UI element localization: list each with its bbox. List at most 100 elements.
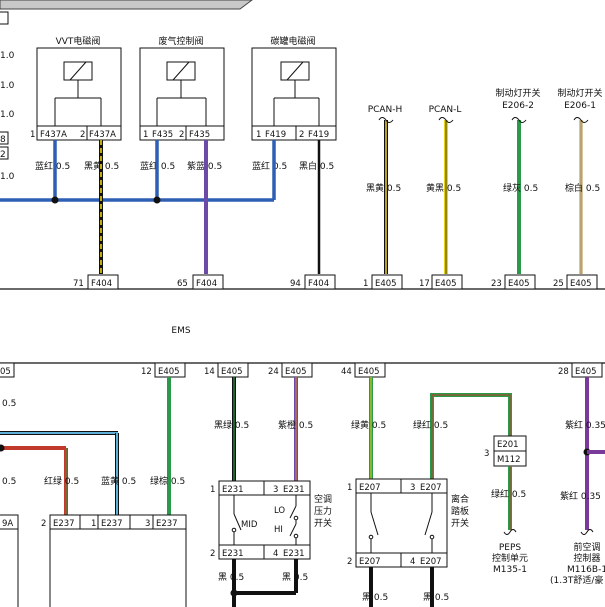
svg-text:E405: E405 <box>158 367 180 377</box>
peps-control-unit: 3 E201 M112 绿红 0.5 PEPS 控制单元 M135-1 <box>484 435 528 575</box>
svg-text:3: 3 <box>410 483 415 493</box>
svg-text:E405: E405 <box>358 367 380 377</box>
svg-text:F435: F435 <box>152 130 173 140</box>
svg-text:14: 14 <box>204 367 215 377</box>
component-title: 离合 <box>451 493 469 505</box>
svg-text:2: 2 <box>210 549 215 559</box>
component-title: 开关 <box>451 517 469 529</box>
svg-text:4: 4 <box>410 557 415 567</box>
svg-text:HI: HI <box>274 525 283 535</box>
svg-text:F419: F419 <box>308 130 329 140</box>
wire-label: 黑绿 0.5 <box>214 419 249 431</box>
ecu-bottom-edge: 05 12 E405 14 E405 24 E405 44 E405 28 E4… <box>0 362 605 378</box>
signal-label: 制动灯开关 <box>495 87 540 99</box>
component-wastegate-valve: 废气控制阀 1 F435 2 F435 蓝红 0.5 紫蓝 0.5 <box>139 35 225 172</box>
component-canister-solenoid: 碳罐电磁阀 1 F419 2 F419 蓝红 0.5 黑白 0.5 <box>251 35 337 172</box>
svg-text:71: 71 <box>73 279 84 289</box>
svg-text:3: 3 <box>145 519 150 529</box>
svg-text:E231: E231 <box>283 549 305 559</box>
svg-text:1: 1 <box>256 130 261 140</box>
left-marker: 8 <box>0 135 6 145</box>
signal-label: E206-2 <box>502 101 534 111</box>
wire-label: 黑 0.5 <box>282 572 308 583</box>
svg-text:E405: E405 <box>435 279 457 289</box>
component-title: VVT电磁阀 <box>56 35 101 47</box>
svg-text:2: 2 <box>80 130 85 140</box>
signal-label: E206-1 <box>564 101 596 111</box>
svg-text:65: 65 <box>177 279 188 289</box>
wire-label: 绿棕 0.5 <box>150 475 185 487</box>
svg-text:17: 17 <box>419 279 430 289</box>
component-title: 碳罐电磁阀 <box>270 35 315 47</box>
svg-text:94: 94 <box>290 279 301 289</box>
wire-label: 紫红 0.35 <box>560 490 601 502</box>
component-title: 压力 <box>314 505 332 517</box>
signal-label: PCAN-L <box>429 105 462 115</box>
svg-text:MID: MID <box>241 520 258 530</box>
wire-label: 蓝红 0.5 <box>35 160 70 172</box>
svg-text:25: 25 <box>553 279 564 289</box>
svg-text:2: 2 <box>299 130 304 140</box>
svg-text:28: 28 <box>558 367 569 377</box>
header-tab <box>0 0 253 10</box>
svg-text:M116B-1: M116B-1 <box>567 565 605 575</box>
svg-text:E405: E405 <box>285 367 307 377</box>
clutch-pedal-switch: 绿黄 0.5 绿红 0.5 1 E207 3 E207 2 E207 4 E20… <box>347 377 512 607</box>
wire-label: 黑黄 0.5 <box>366 182 401 194</box>
svg-text:9A: 9A <box>2 519 13 529</box>
wire-label: 绿灰 0.5 <box>503 182 538 194</box>
svg-text:E237: E237 <box>53 519 75 529</box>
svg-text:4: 4 <box>273 549 278 559</box>
svg-text:前空调: 前空调 <box>573 541 600 553</box>
svg-text:E405: E405 <box>508 279 530 289</box>
svg-text:23: 23 <box>491 279 502 289</box>
svg-text:E231: E231 <box>222 485 244 495</box>
svg-text:E405: E405 <box>221 367 243 377</box>
svg-text:2: 2 <box>41 519 46 529</box>
svg-text:控制单元: 控制单元 <box>492 552 528 564</box>
component-title: 空调 <box>314 493 332 505</box>
ecu-name: EMS <box>171 326 190 336</box>
svg-text:M135-1: M135-1 <box>493 565 527 575</box>
svg-text:F404: F404 <box>308 279 329 289</box>
svg-text:24: 24 <box>268 367 279 377</box>
svg-text:2: 2 <box>347 557 352 567</box>
wire-label: 绿黄 0.5 <box>351 419 386 431</box>
svg-text:1: 1 <box>30 130 35 140</box>
front-ac-controller: 紫红 0.35 紫红 0.35 前空调 控制器 M116B-1 (1.3T舒适/… <box>550 377 605 586</box>
svg-text:E405: E405 <box>570 279 592 289</box>
svg-text:E237: E237 <box>101 519 123 529</box>
svg-text:44: 44 <box>341 367 352 377</box>
svg-text:E237: E237 <box>156 519 178 529</box>
left-markers: 1.0 1.0 1.0 8 2 1.0 <box>0 11 15 182</box>
signal-label: 制动灯开关 <box>557 87 602 99</box>
svg-text:F419: F419 <box>265 130 286 140</box>
svg-text:1: 1 <box>91 519 96 529</box>
svg-text:PEPS: PEPS <box>499 543 522 553</box>
svg-text:2: 2 <box>179 130 184 140</box>
svg-text:E207: E207 <box>420 483 442 493</box>
left-marker: 1.0 <box>0 81 15 91</box>
svg-text:控制器: 控制器 <box>573 552 600 564</box>
svg-text:F437A: F437A <box>40 130 67 140</box>
svg-text:F404: F404 <box>91 279 112 289</box>
connector-e237: 9A 2 E237 1 E237 3 E237 <box>0 514 187 607</box>
svg-text:F435: F435 <box>189 130 210 140</box>
left-marker: 1.0 <box>0 172 15 182</box>
signal-label: PCAN-H <box>368 105 403 115</box>
svg-text:M112: M112 <box>497 455 521 465</box>
svg-text:05: 05 <box>0 367 11 377</box>
wire-label: 红绿 0.5 <box>44 475 79 487</box>
svg-text:LO: LO <box>274 506 285 516</box>
svg-text:F404: F404 <box>196 279 217 289</box>
svg-text:12: 12 <box>141 367 152 377</box>
top-wires <box>0 120 583 274</box>
svg-text:1: 1 <box>210 485 215 495</box>
left-marker: 2 <box>0 150 6 160</box>
left-marker: 1.0 <box>0 110 15 120</box>
svg-text:E231: E231 <box>222 549 244 559</box>
component-title: 废气控制阀 <box>158 35 203 47</box>
component-title: 开关 <box>314 517 332 529</box>
svg-text:E201: E201 <box>497 440 519 450</box>
